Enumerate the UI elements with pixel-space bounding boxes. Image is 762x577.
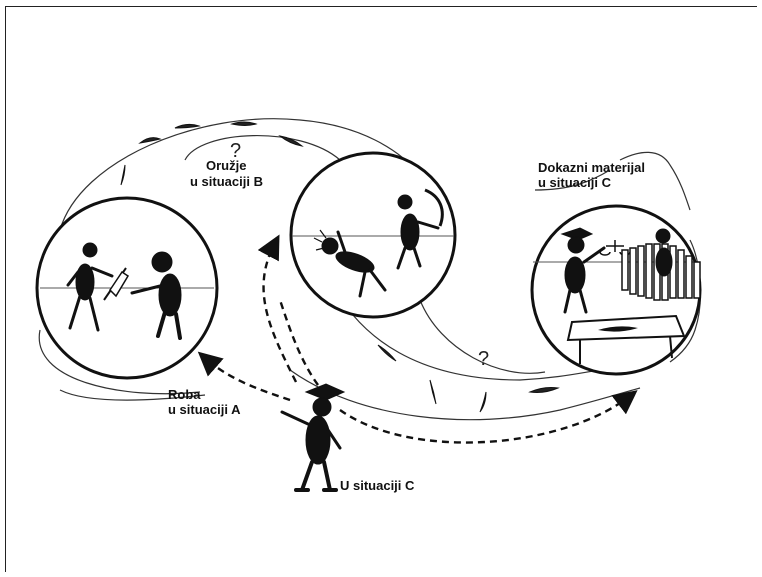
label-situation-c: U situaciji C [340, 478, 415, 493]
circle-situation-b [289, 151, 457, 319]
label-goods-a-line2: u situaciji A [168, 402, 241, 417]
question-mark-top: ? [230, 140, 242, 162]
prisoner-figure [655, 228, 673, 277]
question-mark-bottom: ? [478, 348, 490, 370]
narrator-figure [280, 383, 346, 492]
label-evidence-c-line1: Dokazni materijal [538, 160, 645, 175]
circle-situation-a [35, 196, 219, 380]
circle-situation-c-evidence [530, 204, 702, 376]
dashed-arrows [197, 234, 638, 444]
label-weapon-b-line2: u situaciji B [190, 174, 263, 189]
figure-b-standing [396, 194, 440, 270]
judge-figure [560, 227, 606, 314]
figure-b-fallen [321, 230, 387, 298]
figure-frame [5, 6, 757, 572]
knife-glyphs [120, 121, 560, 413]
flow-outline-lines [38, 118, 702, 421]
figure-a-right [130, 251, 182, 340]
impact-burst [313, 229, 327, 251]
figure-a-left [66, 242, 114, 332]
label-goods-a-line1: Roba [168, 387, 201, 402]
label-weapon-b-line1: Oružje [206, 158, 247, 173]
label-evidence-c-line2: u situaciji C [538, 175, 611, 190]
